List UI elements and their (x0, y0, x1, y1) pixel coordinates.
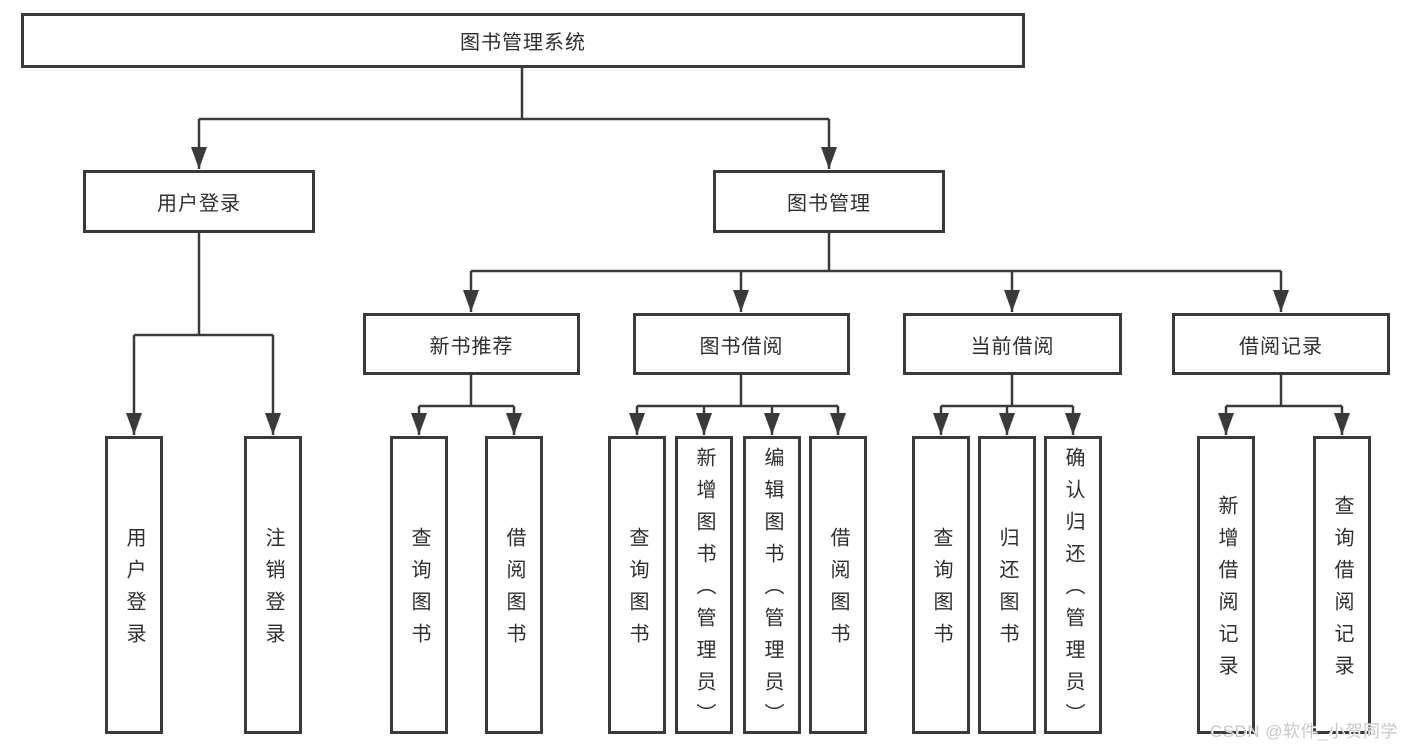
node-nb-query-books-label: 查询图书 (408, 527, 430, 655)
node-logout-label: 注销登录 (262, 527, 284, 655)
node-logout: 注销登录 (244, 436, 302, 734)
node-user-login-group-label: 用户登录 (157, 193, 241, 215)
node-user-login-label: 用户登录 (123, 527, 145, 655)
node-br-add-record-label: 新增借阅记录 (1215, 495, 1237, 687)
node-current-borrowing: 当前借阅 (903, 313, 1122, 375)
node-user-login-group: 用户登录 (83, 170, 315, 233)
node-book-management: 图书管理 (713, 170, 945, 233)
node-borrowing-records-label: 借阅记录 (1239, 335, 1323, 358)
node-cb-return-books-label: 归还图书 (996, 527, 1018, 655)
node-bb-query-books: 查询图书 (608, 436, 666, 734)
node-cb-query-books: 查询图书 (912, 436, 970, 734)
node-root: 图书管理系统 (21, 13, 1025, 68)
node-nb-borrow-books: 借阅图书 (485, 436, 543, 734)
node-nb-borrow-books-label: 借阅图书 (503, 527, 525, 655)
node-current-borrowing-label: 当前借阅 (970, 335, 1055, 358)
node-br-add-record: 新增借阅记录 (1197, 436, 1255, 734)
node-root-label: 图书管理系统 (460, 32, 586, 54)
node-cb-confirm-return-admin: 确认归还（管理员） (1044, 436, 1102, 735)
node-br-query-record: 查询借阅记录 (1313, 436, 1371, 734)
node-bb-query-books-label: 查询图书 (626, 527, 648, 655)
node-bb-add-books-admin: 新增图书（管理员） (675, 436, 733, 735)
node-cb-return-books: 归还图书 (978, 436, 1036, 734)
node-borrowing-records: 借阅记录 (1172, 313, 1390, 375)
node-bb-add-books-admin-label: 新增图书（管理员） (693, 447, 715, 735)
csdn-watermark: CSDN @软件_小贺同学 (1209, 722, 1398, 741)
node-nb-query-books: 查询图书 (390, 436, 448, 734)
node-bb-borrow-books-label: 借阅图书 (827, 527, 849, 655)
node-bb-edit-books-admin-label: 编辑图书（管理员） (761, 447, 783, 735)
node-new-book-rec: 新书推荐 (363, 313, 580, 375)
node-book-borrowing: 图书借阅 (633, 313, 850, 375)
node-bb-borrow-books: 借阅图书 (809, 436, 867, 734)
node-cb-confirm-return-admin-label: 确认归还（管理员） (1062, 447, 1084, 735)
node-new-book-rec-label: 新书推荐 (429, 335, 514, 358)
node-book-borrowing-label: 图书借阅 (699, 335, 784, 358)
node-br-query-record-label: 查询借阅记录 (1331, 495, 1353, 687)
node-book-management-label: 图书管理 (787, 193, 871, 215)
node-user-login: 用户登录 (105, 436, 163, 734)
node-bb-edit-books-admin: 编辑图书（管理员） (743, 436, 801, 735)
node-cb-query-books-label: 查询图书 (930, 527, 952, 655)
